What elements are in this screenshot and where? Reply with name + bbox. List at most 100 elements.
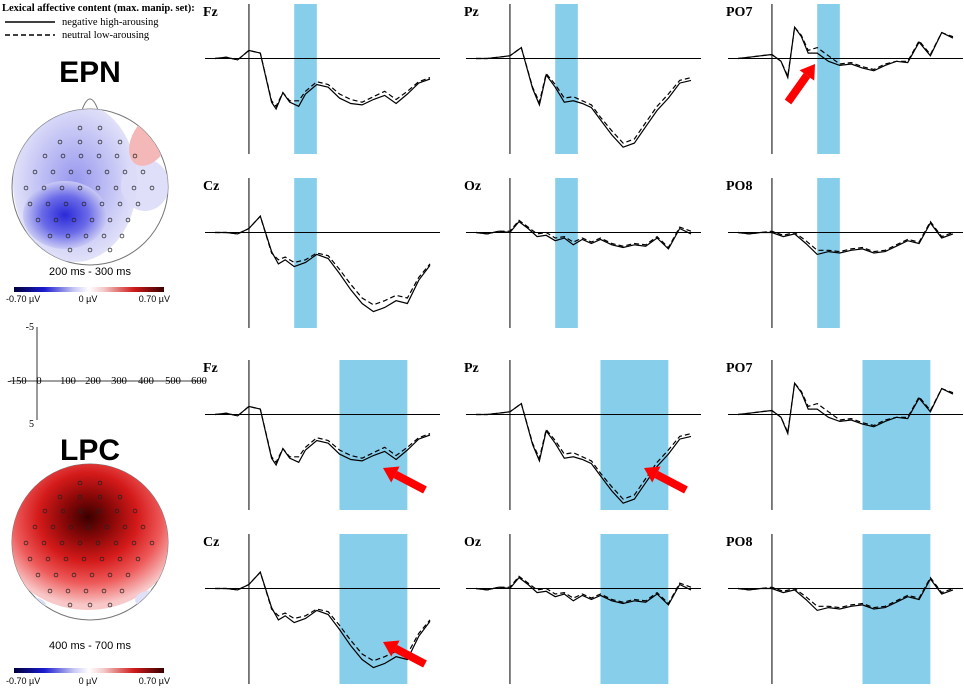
electrode-dot bbox=[32, 169, 38, 175]
electrode-dot bbox=[63, 556, 69, 562]
erp-panel-lpc-oz: Oz bbox=[464, 534, 701, 684]
electrode-dot bbox=[50, 524, 56, 530]
scale-x-tick: 200 bbox=[85, 376, 101, 387]
electrode-dot bbox=[45, 556, 51, 562]
electrode-dot bbox=[77, 185, 83, 191]
epn-topomap: EPN 200 ms - 300 ms bbox=[11, 56, 169, 278]
electrode-dot bbox=[117, 556, 123, 562]
scale-x-tick: 400 bbox=[138, 376, 154, 387]
electrode-dots bbox=[23, 480, 155, 608]
lpc-topomap: LPC 400 ms - 700 ms bbox=[11, 434, 169, 652]
erp-panel-epn-fz: Fz bbox=[203, 4, 440, 154]
legend: Lexical affective content (max. manip. s… bbox=[2, 3, 195, 41]
electrode-dot bbox=[101, 588, 107, 594]
series-negative-line bbox=[215, 215, 431, 313]
electrode-dot bbox=[107, 602, 113, 608]
scale-y-top: -5 bbox=[26, 322, 34, 333]
electrode-dot bbox=[131, 185, 137, 191]
colorbar-mid: 0 µV bbox=[79, 294, 98, 304]
electrode-dot bbox=[42, 153, 48, 159]
scale-x-tick: 0 bbox=[36, 376, 41, 387]
electrode-dot bbox=[57, 494, 63, 500]
electrode-dot bbox=[125, 572, 131, 578]
scale-x-tick: 500 bbox=[165, 376, 181, 387]
electrode-dot bbox=[45, 201, 51, 207]
electrode-dot bbox=[113, 540, 119, 546]
colorbar-gradient bbox=[14, 668, 164, 673]
erp-panel-lpc-cz: Cz bbox=[203, 534, 440, 684]
series-negative-line bbox=[475, 220, 692, 250]
electrode-dot bbox=[89, 572, 95, 578]
electrode-dot bbox=[41, 185, 47, 191]
electrode-dot bbox=[87, 602, 93, 608]
electrode-dot bbox=[68, 169, 74, 175]
electrode-label: Pz bbox=[464, 361, 479, 376]
electrode-dot bbox=[97, 125, 103, 131]
electrode-dot bbox=[132, 153, 138, 159]
electrode-dot bbox=[125, 217, 131, 223]
electrode-dot bbox=[47, 233, 53, 239]
erp-panel-lpc-pz: Pz bbox=[464, 360, 701, 510]
electrode-dot bbox=[78, 508, 84, 514]
electrode-dot bbox=[63, 201, 69, 207]
electrode-dot bbox=[117, 139, 123, 145]
electrode-label: Pz bbox=[464, 5, 479, 20]
time-window bbox=[339, 360, 408, 510]
electrode-dot bbox=[107, 572, 113, 578]
electrode-dot bbox=[83, 233, 89, 239]
electrode-dot bbox=[42, 508, 48, 514]
electrode-dot bbox=[131, 540, 137, 546]
erp-panel-lpc-po7: PO7 bbox=[726, 360, 963, 510]
arrow-shaft bbox=[393, 644, 427, 668]
electrode-dot bbox=[97, 480, 103, 486]
electrode-label: PO7 bbox=[726, 5, 752, 20]
legend-dashed-label: neutral low-arousing bbox=[62, 30, 150, 41]
epn-colorbar: -0.70 µV 0 µV 0.70 µV bbox=[6, 287, 170, 304]
electrode-dot bbox=[65, 588, 71, 594]
electrode-dot bbox=[81, 201, 87, 207]
erp-panel-epn-cz: Cz bbox=[203, 178, 440, 328]
electrode-dot bbox=[96, 508, 102, 514]
electrode-dot bbox=[117, 201, 123, 207]
electrode-dot bbox=[89, 217, 95, 223]
erp-panel-lpc-po8: PO8 bbox=[726, 534, 963, 684]
electrode-dot bbox=[99, 556, 105, 562]
electrode-dot bbox=[47, 588, 53, 594]
electrode-dot bbox=[107, 247, 113, 253]
electrode-dot bbox=[119, 233, 125, 239]
erp-panel-epn-oz: Oz bbox=[464, 178, 701, 328]
electrode-dot bbox=[27, 556, 33, 562]
electrode-dot bbox=[132, 508, 138, 514]
electrode-dot bbox=[149, 185, 155, 191]
series-neutral-line bbox=[737, 576, 954, 609]
electrode-dot bbox=[41, 540, 47, 546]
electrode-dot bbox=[23, 540, 29, 546]
electrode-dot bbox=[65, 233, 71, 239]
arrow-icon bbox=[644, 466, 661, 483]
scale-x-tick: 100 bbox=[60, 376, 76, 387]
series-negative-line bbox=[214, 49, 431, 111]
scale-axis: -5 5 -150 0 100 200 300 400 500 600 bbox=[7, 322, 207, 430]
electrode-dot bbox=[95, 185, 101, 191]
electrode-dot bbox=[104, 169, 110, 175]
electrode-dot bbox=[96, 153, 102, 159]
electrode-dot bbox=[68, 524, 74, 530]
electrode-dot bbox=[122, 524, 128, 530]
series-neutral-line bbox=[737, 220, 954, 253]
electrode-label: PO7 bbox=[726, 361, 752, 376]
time-window bbox=[339, 534, 408, 684]
series-negative-line bbox=[475, 576, 692, 606]
electrode-dot bbox=[60, 153, 66, 159]
electrode-dot bbox=[99, 201, 105, 207]
series-neutral-line bbox=[475, 575, 692, 605]
time-window bbox=[862, 360, 931, 510]
electrode-label: PO8 bbox=[726, 179, 752, 194]
electrode-dot bbox=[107, 217, 113, 223]
electrode-dot bbox=[35, 572, 41, 578]
series-neutral-line bbox=[215, 215, 431, 306]
electrode-dot bbox=[113, 185, 119, 191]
erp-panel-lpc-fz: Fz bbox=[203, 360, 440, 510]
electrode-dot bbox=[114, 153, 120, 159]
electrode-dot bbox=[140, 524, 146, 530]
electrode-dot bbox=[77, 139, 83, 145]
